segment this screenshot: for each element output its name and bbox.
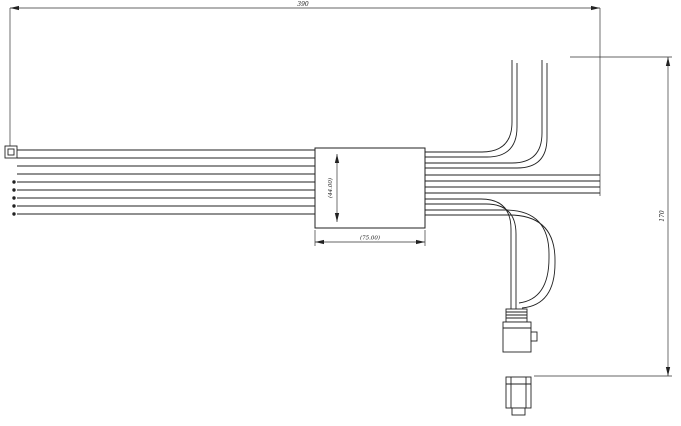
wires-straight xyxy=(425,174,600,194)
wire-end-dot xyxy=(12,180,16,184)
plug-body xyxy=(502,321,532,353)
control-box xyxy=(314,147,426,229)
overall-height-label: 170 xyxy=(659,210,666,222)
wire-end-dots xyxy=(12,180,16,216)
wire-up xyxy=(425,63,518,158)
wire-down xyxy=(425,198,512,309)
wire-end-dot xyxy=(12,204,16,208)
box-width-label: (75.00) xyxy=(360,235,380,242)
plug-lower-shell xyxy=(505,376,532,409)
box-width-dimension xyxy=(314,230,426,246)
left-connector-inner xyxy=(7,148,15,156)
wire-bundle-left xyxy=(17,149,316,215)
wire-down xyxy=(425,209,550,304)
wire-down xyxy=(425,214,556,309)
wires-up xyxy=(425,60,548,169)
wire-end-dot xyxy=(12,212,16,216)
plug-side-tab xyxy=(530,331,538,342)
wire-down xyxy=(425,203,517,309)
wire-up xyxy=(425,63,548,169)
wire-up xyxy=(425,60,543,164)
plug-connector xyxy=(502,308,538,416)
overall-width-label: 390 xyxy=(297,1,309,8)
overall-height-dimension xyxy=(534,56,672,377)
plug-tip xyxy=(511,407,526,416)
overall-width-dimension xyxy=(9,5,601,196)
wires-down xyxy=(425,198,556,309)
plug-crimp xyxy=(505,308,528,323)
wire-end-dot xyxy=(12,188,16,192)
wire-up xyxy=(425,60,513,153)
left-connector xyxy=(4,145,18,159)
wire-end-dot xyxy=(12,196,16,200)
box-height-label: (44.00) xyxy=(327,178,334,198)
